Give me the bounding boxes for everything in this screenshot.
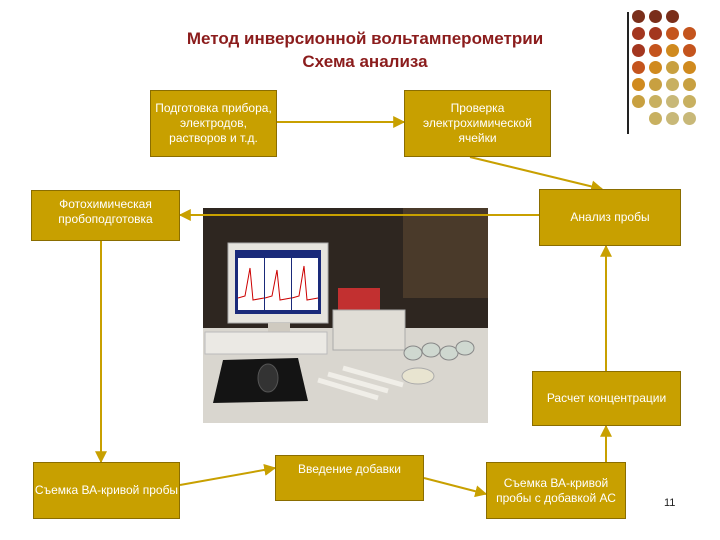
box-cell-check-label: Проверка электрохимической ячейки	[423, 101, 532, 145]
decorative-dot	[666, 95, 679, 108]
box-photochemical-prep-label: Фотохимическая пробоподготовка	[58, 197, 153, 226]
box-addition-label: Введение добавки	[298, 462, 401, 476]
arrow-addition-to-curve-addition	[423, 477, 488, 498]
decorative-dot	[666, 61, 679, 74]
box-concentration-calc-label: Расчет концентрации	[546, 391, 667, 405]
decorative-dot	[649, 112, 662, 125]
arrow-check-to-analysis	[469, 156, 604, 193]
slide-number: 11	[664, 497, 676, 509]
decorative-dot	[632, 61, 645, 74]
decorative-dot	[666, 27, 679, 40]
title-line-2: Схема анализа	[302, 52, 428, 71]
decorative-dot	[649, 27, 662, 40]
box-curve-sample-label: Съемка ВА-кривой пробы	[34, 483, 179, 497]
decorative-dot	[666, 10, 679, 23]
slide-title: Метод инверсионной вольтамперометрии Схе…	[110, 27, 620, 73]
decorative-dot	[683, 27, 696, 40]
box-concentration-calc: Расчет концентрации	[532, 371, 681, 426]
box-curve-with-addition: Съемка ВА-кривой пробы с добавкой АС	[486, 462, 626, 519]
lab-equipment-photo	[203, 208, 488, 423]
box-cell-check: Проверка электрохимической ячейки	[404, 90, 551, 157]
decorative-dot	[649, 95, 662, 108]
title-divider-line	[627, 12, 629, 134]
box-curve-sample: Съемка ВА-кривой пробы	[33, 462, 180, 519]
decorative-dot	[649, 61, 662, 74]
decorative-dot	[666, 44, 679, 57]
decorative-dot	[683, 61, 696, 74]
decorative-dot	[683, 112, 696, 125]
decorative-dot	[632, 95, 645, 108]
lab-photo-illustration	[203, 208, 488, 423]
decorative-dot	[683, 78, 696, 91]
decorative-dot	[632, 78, 645, 91]
decorative-dot	[649, 10, 662, 23]
box-preparation-label: Подготовка прибора, электродов, растворо…	[155, 101, 272, 145]
decorative-dot	[666, 112, 679, 125]
box-photochemical-prep: Фотохимическая пробоподготовка	[31, 190, 180, 241]
box-addition: Введение добавки	[275, 455, 424, 501]
arrow-curve-sample-to-addition	[179, 463, 277, 486]
box-sample-analysis-label: Анализ пробы	[570, 210, 650, 224]
decorative-dot	[683, 95, 696, 108]
box-curve-with-addition-label: Съемка ВА-кривой пробы с добавкой АС	[496, 475, 616, 505]
decorative-dot	[632, 44, 645, 57]
title-line-1: Метод инверсионной вольтамперометрии	[186, 29, 544, 48]
decorative-dot	[632, 10, 645, 23]
box-sample-analysis: Анализ пробы	[539, 189, 681, 246]
decorative-dot	[666, 78, 679, 91]
decorative-dot	[649, 44, 662, 57]
box-preparation: Подготовка прибора, электродов, растворо…	[150, 90, 277, 157]
decorative-dot	[649, 78, 662, 91]
decorative-dot	[683, 44, 696, 57]
decorative-dot	[632, 27, 645, 40]
